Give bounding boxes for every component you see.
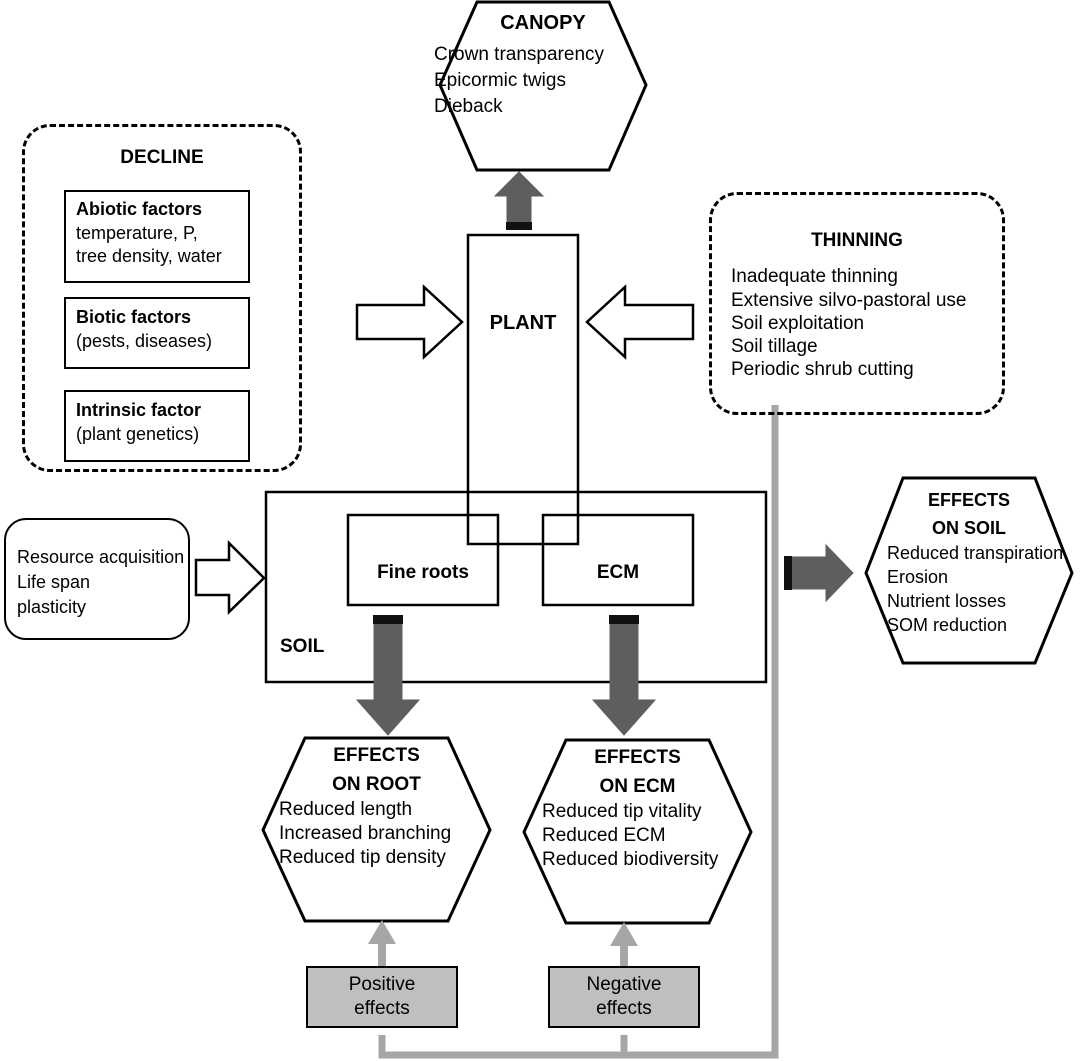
thinning-line-5: Periodic shrub cutting: [731, 359, 914, 380]
effects-on-root-title-1: EFFECTS: [333, 745, 420, 766]
effects-on-root-line-1: Reduced length: [279, 799, 413, 820]
ecm-box: [541, 513, 695, 607]
effects-on-root-line-3: Reduced tip density: [279, 847, 446, 868]
decline-factor-biotic-heading: Biotic factors: [76, 307, 192, 327]
fine-roots-down-arrow: [355, 615, 421, 736]
resource-to-soil-arrow: [194, 539, 266, 615]
positive-effects-box[interactable]: Positive effects: [306, 966, 458, 1028]
soil-label: SOIL: [280, 636, 325, 657]
plant-box: [466, 233, 580, 546]
resource-line-1: Resource acquisition: [17, 547, 185, 567]
ecm-down-arrow: [591, 615, 657, 736]
resource-line-2: Life span: [17, 572, 91, 592]
plant-label: PLANT: [489, 312, 557, 334]
effects-on-root-line-2: Increased branching: [279, 823, 452, 844]
effects-on-soil-line-3: Nutrient losses: [887, 591, 1007, 611]
decline-factor-biotic-line-1: (pests, diseases): [76, 331, 213, 351]
resource-traits-box: Resource acquisition Life span plasticit…: [4, 518, 190, 640]
effects-on-soil-line-1: Reduced transpiration: [887, 543, 1064, 563]
effects-on-root-title-2: ON ROOT: [332, 774, 421, 795]
effects-on-soil-hexagon: [864, 476, 1074, 665]
plant-to-canopy-arrow: [493, 171, 545, 230]
decline-factor-intrinsic: Intrinsic factor (plant genetics): [64, 390, 250, 462]
negative-effects-line-2: effects: [596, 998, 652, 1019]
decline-factor-intrinsic-heading: Intrinsic factor: [76, 400, 202, 420]
thinning-line-1: Inadequate thinning: [731, 266, 898, 287]
canopy-title: CANOPY: [500, 12, 586, 34]
decline-factor-biotic: Biotic factors (pests, diseases): [64, 297, 250, 369]
thinning-feedback-connector: [378, 405, 779, 1059]
thinning-line-3: Soil exploitation: [731, 313, 865, 334]
fine-roots-box: [346, 513, 500, 607]
negative-effects-box[interactable]: Negative effects: [548, 966, 700, 1028]
effects-on-soil-line-2: Erosion: [887, 567, 949, 587]
negative-effects-line-1: Negative: [586, 974, 662, 996]
thinning-line-4: Soil tillage: [731, 336, 818, 357]
effects-on-root-hexagon: [261, 736, 492, 923]
canopy-line-1: Crown transparency: [434, 44, 605, 65]
decline-group: [22, 124, 302, 472]
thinning-to-plant-arrow: [585, 284, 695, 360]
ecm-label: ECM: [596, 562, 640, 583]
decline-factor-abiotic-line-2: tree density, water: [76, 246, 222, 266]
effects-on-ecm-line-3: Reduced biodiversity: [542, 849, 719, 870]
effects-on-soil-title-2: ON SOIL: [931, 518, 1006, 538]
effects-on-soil-title-1: EFFECTS: [927, 490, 1010, 510]
effects-on-soil-line-4: SOM reduction: [887, 615, 1008, 635]
thinning-group: [709, 192, 1005, 415]
resource-line-3: plasticity: [17, 597, 87, 617]
positive-effects-line-1: Positive: [348, 974, 416, 996]
soil-box: [264, 490, 768, 684]
soil-to-effects-on-soil-arrow: [784, 543, 854, 603]
positive-effects-up-arrow: [368, 920, 396, 966]
canopy-line-2: Epicormic twigs: [434, 70, 566, 91]
fine-roots-label: Fine roots: [377, 562, 469, 583]
positive-effects-line-2: effects: [354, 998, 410, 1019]
decline-to-plant-arrow: [355, 284, 464, 360]
decline-factor-abiotic-heading: Abiotic factors: [76, 199, 203, 219]
thinning-title: THINNING: [811, 230, 903, 251]
decline-factor-abiotic: Abiotic factors temperature, P, tree den…: [64, 190, 250, 283]
effects-on-ecm-title-2: ON ECM: [599, 776, 676, 797]
effects-on-ecm-line-1: Reduced tip vitality: [542, 801, 702, 822]
effects-on-ecm-title-1: EFFECTS: [594, 747, 681, 768]
effects-on-ecm-line-2: Reduced ECM: [542, 825, 666, 846]
thinning-line-2: Extensive silvo-pastoral use: [731, 290, 967, 311]
effects-on-ecm-hexagon: [522, 738, 753, 925]
decline-title: DECLINE: [120, 147, 204, 168]
decline-factor-intrinsic-line-1: (plant genetics): [76, 424, 200, 444]
decline-factor-abiotic-line-1: temperature, P,: [76, 223, 198, 243]
canopy-hexagon: [438, 0, 648, 172]
negative-effects-up-arrow: [610, 922, 638, 966]
canopy-line-3: Dieback: [434, 96, 503, 117]
